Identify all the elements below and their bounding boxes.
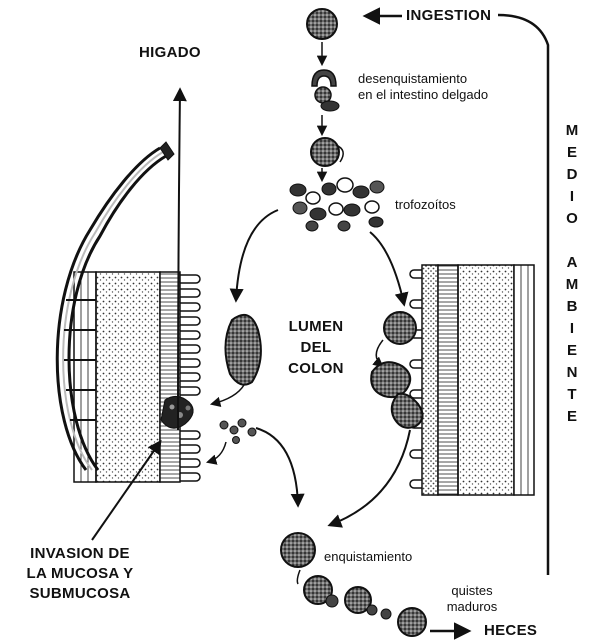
label-ambiente-vertical: A M B I E N T E: [560, 252, 584, 428]
label-lumen-line2: DEL: [300, 339, 332, 356]
arrow-to-liver: [172, 87, 187, 431]
label-desenquistamiento-line2: en el intestino delgado: [358, 87, 489, 102]
label-lumen-line3: COLON: [288, 360, 344, 377]
label-lumen-line1: LUMEN: [288, 318, 344, 335]
lumen-organisms: [205, 209, 424, 528]
lumen-trophozoite-right: [383, 311, 417, 345]
medio-letter: D: [566, 166, 578, 183]
label-invasion-line3: SUBMUCOSA: [29, 585, 131, 602]
metacyst: [310, 137, 340, 167]
environment-loop: [362, 7, 550, 640]
label-ingestion: INGESTION: [406, 7, 492, 24]
label-invasion: INVASION DE LA MUCOSA Y SUBMUCOSA: [14, 544, 146, 604]
label-desenquistamiento: desenquistamiento en el intestino delgad…: [358, 71, 488, 103]
label-lumen-del-colon: LUMEN DEL COLON: [276, 316, 356, 379]
label-medio-vertical: M E D I O: [560, 120, 584, 230]
dividing-trophozoite: [390, 392, 424, 429]
lumen-trophozoite-left: [224, 313, 262, 386]
label-invasion-line2: LA MUCOSA Y: [26, 565, 134, 582]
invasion-arrow: [91, 439, 162, 541]
arrow-to-encystation: [255, 427, 305, 508]
label-trofozoitos: trofozoítos: [395, 197, 456, 212]
medio-letter: E: [566, 144, 577, 161]
label-quistes-line1: quistes: [451, 583, 493, 598]
ambiente-letter: M: [565, 276, 579, 293]
ambiente-letter: N: [566, 364, 578, 381]
cyst-sequence: [306, 8, 344, 183]
label-higado: HIGADO: [139, 44, 201, 61]
ambiente-letter: E: [566, 342, 577, 359]
ambiente-letter: T: [567, 386, 577, 403]
ambiente-letter: B: [566, 298, 578, 315]
label-heces: HECES: [484, 622, 538, 639]
medio-letter: O: [566, 210, 578, 227]
label-invasion-line1: INVASION DE: [30, 545, 130, 562]
ambiente-letter: A: [566, 254, 578, 271]
portal-vessel: [55, 87, 187, 471]
excystation-shell: [311, 69, 337, 87]
medio-letter: I: [569, 188, 575, 205]
ambiente-letter: E: [566, 408, 577, 425]
label-desenquistamiento-line1: desenquistamiento: [358, 71, 468, 86]
ingested-cyst: [306, 8, 338, 40]
ambiente-letter: I: [569, 320, 575, 337]
right-intestinal-wall: [409, 264, 535, 496]
label-enquistamiento: enquistamiento: [324, 549, 413, 564]
medio-letter: M: [565, 122, 579, 139]
label-quistes-maduros: quistes maduros: [430, 583, 514, 615]
mature-cyst-chain: [280, 532, 427, 637]
trophozoite-cluster: [289, 177, 385, 232]
left-intestinal-wall: [73, 271, 201, 483]
label-quistes-line2: maduros: [446, 599, 498, 614]
